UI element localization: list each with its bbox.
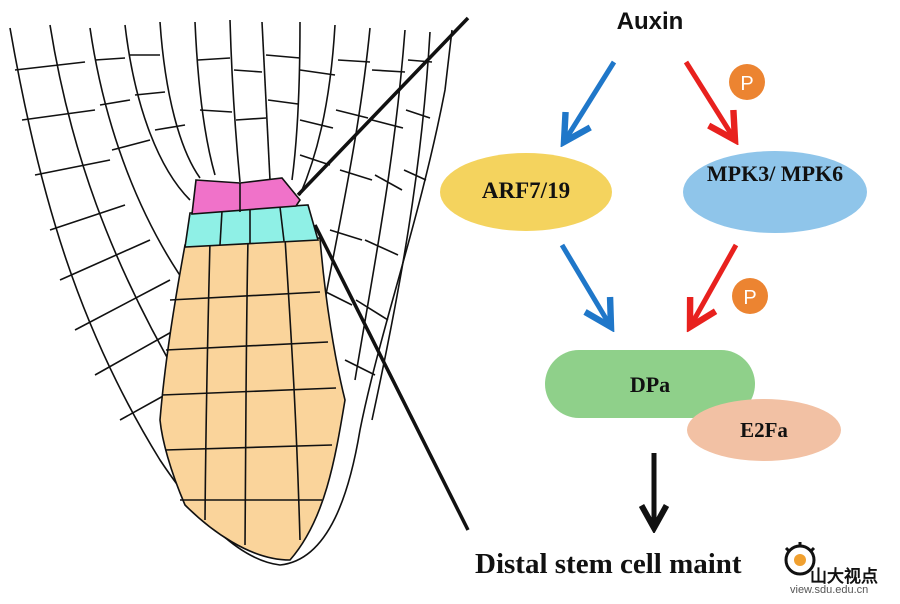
phospho-badge-1-label: P xyxy=(740,73,753,95)
pathway-diagram: P P xyxy=(440,60,867,528)
dpa-label: DPa xyxy=(629,372,671,397)
outcome-label: Distal stem cell maint xyxy=(475,548,742,580)
arf-node xyxy=(440,153,612,231)
columella-tissue xyxy=(159,237,346,561)
arrow-mpk-to-dpa xyxy=(690,243,739,327)
pointer-line-upper xyxy=(296,16,470,197)
mpk-node xyxy=(683,151,867,233)
watermark-url: view.sdu.edu.cn xyxy=(790,584,869,596)
e2fa-node xyxy=(687,399,841,461)
arf-label: ARF7/19 xyxy=(481,178,571,203)
watermark-logo xyxy=(784,542,816,576)
watermark-text: 山大视点 xyxy=(810,567,878,586)
arrow-arf-to-dpa xyxy=(559,243,611,327)
phospho-badge-2-label: P xyxy=(743,287,756,309)
arrow-auxin-to-arf xyxy=(564,60,617,142)
arrow-auxin-to-mpk xyxy=(683,60,735,140)
phospho-badge-1 xyxy=(729,64,765,100)
phospho-badge-2 xyxy=(732,278,768,314)
auxin-label: Auxin xyxy=(616,8,684,35)
pointer-line-lower xyxy=(313,224,470,531)
dpa-node xyxy=(545,350,755,418)
mpk-label: MPK3/ MPK6 xyxy=(706,161,844,186)
root-tip-illustration xyxy=(9,16,470,566)
e2fa-label: E2Fa xyxy=(740,418,788,442)
